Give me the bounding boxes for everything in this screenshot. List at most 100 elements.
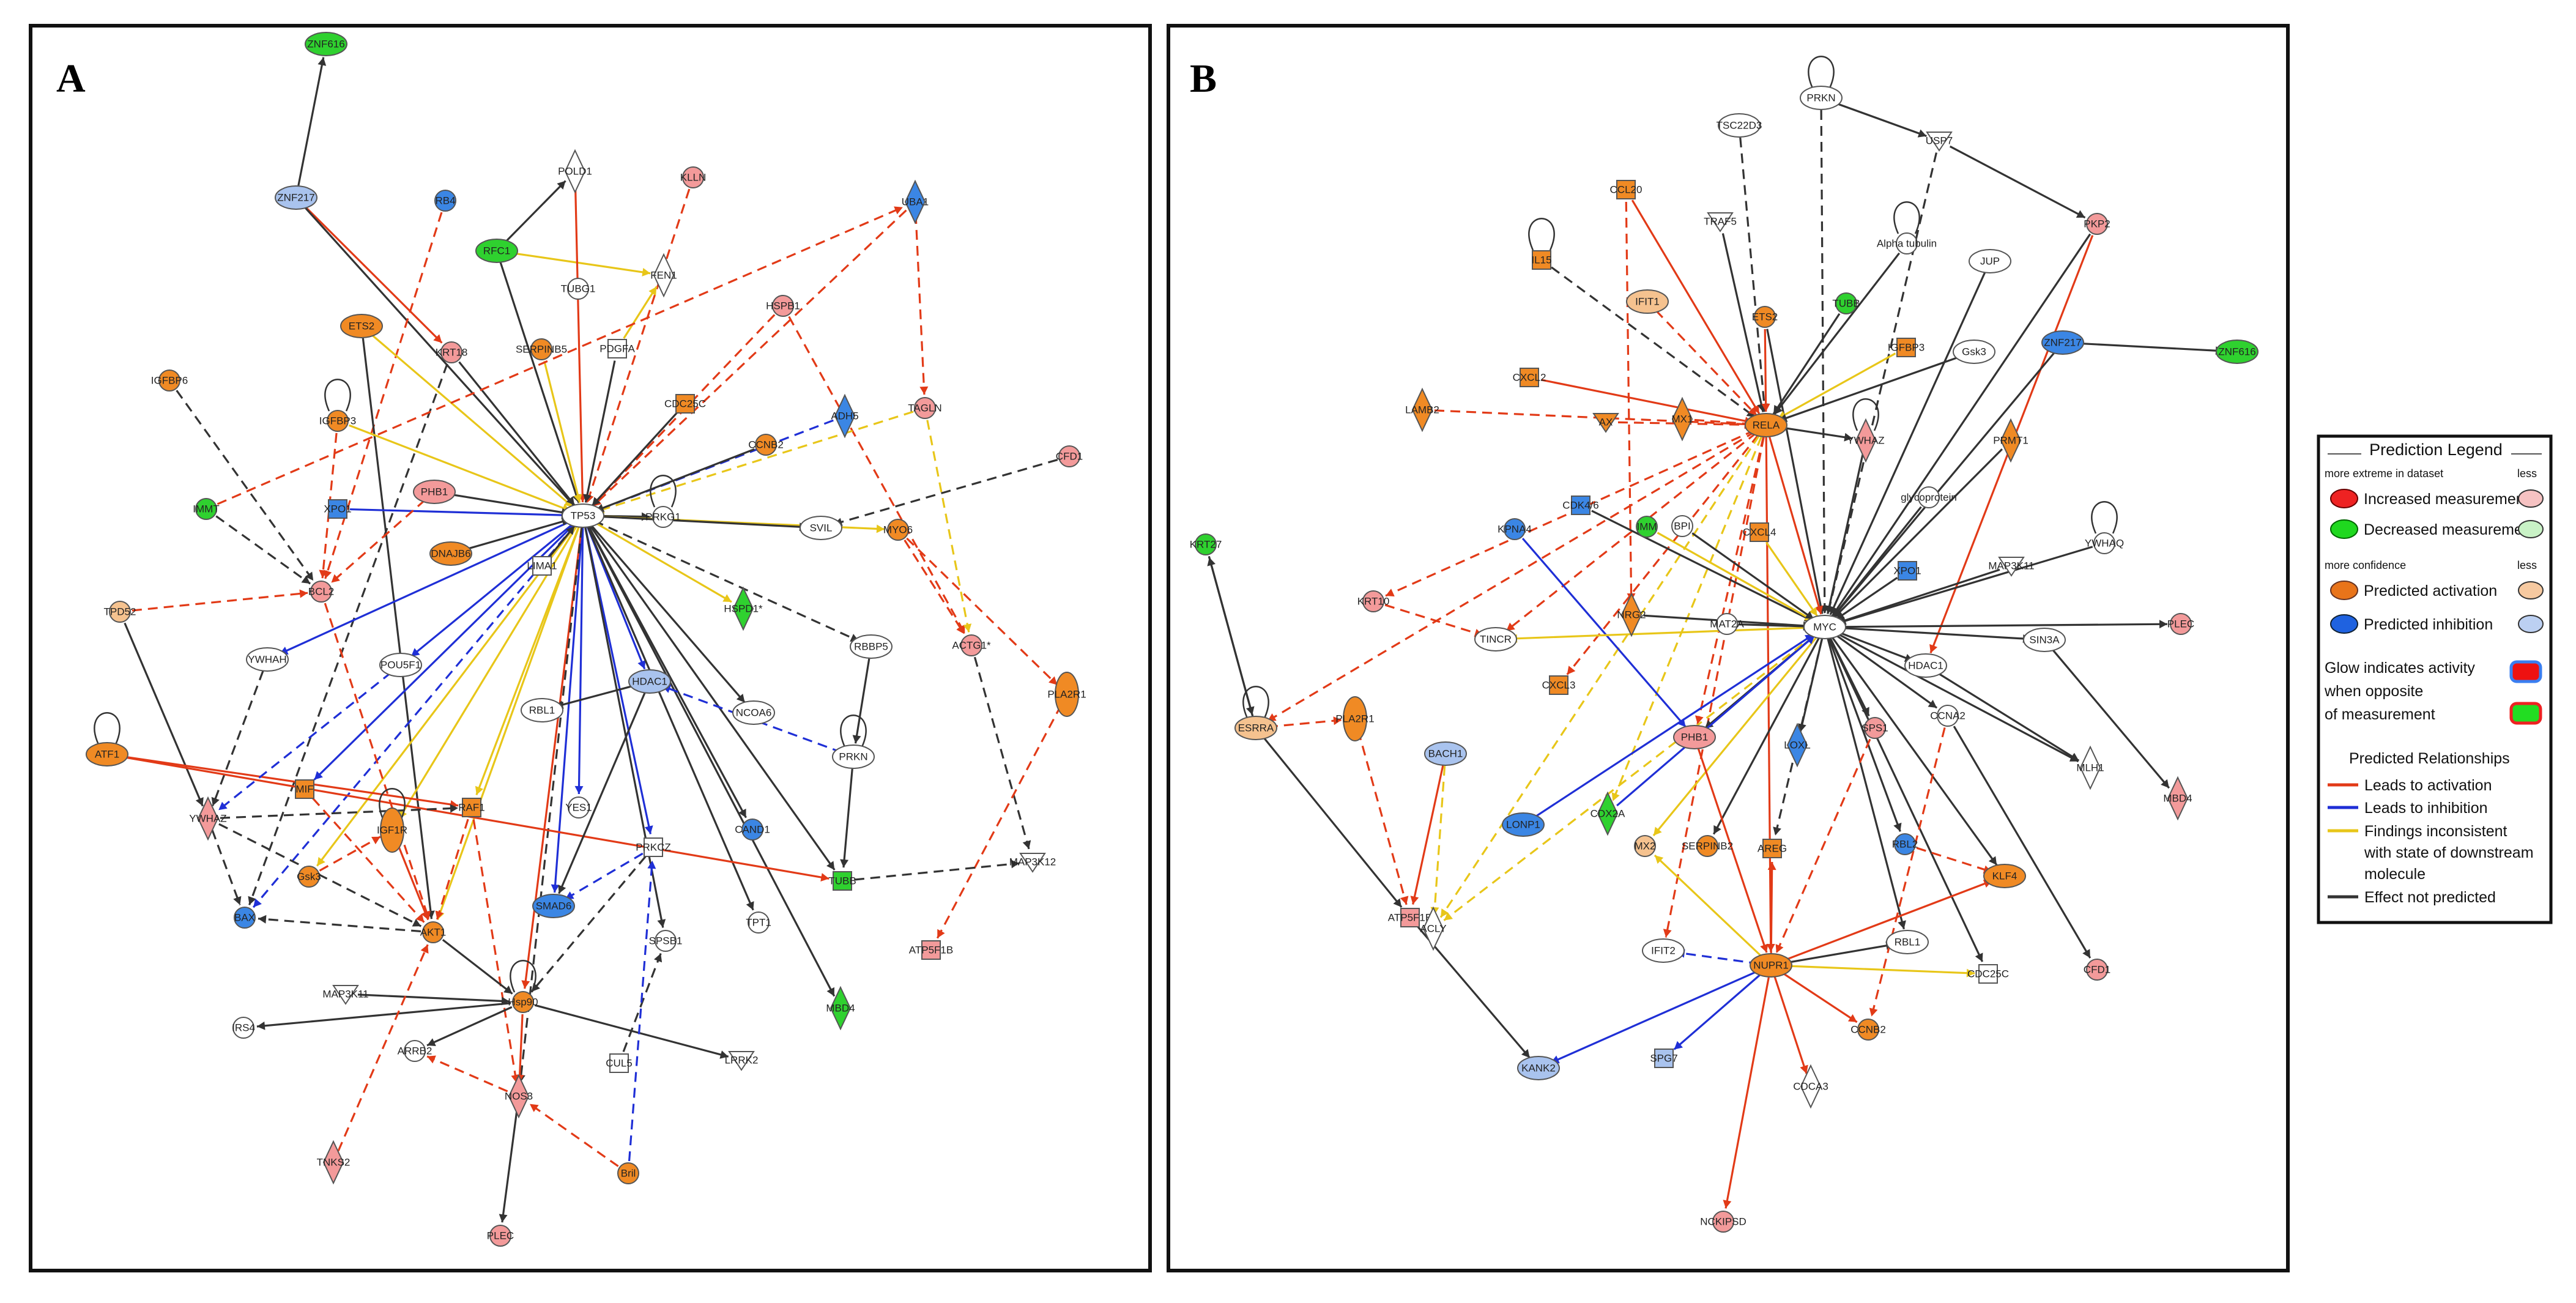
node-cxcl2[interactable]: CXCL2: [1513, 368, 1546, 387]
node-rfc1[interactable]: RFC1: [475, 239, 518, 263]
node-atp5f1b[interactable]: ATP5F1B: [909, 940, 953, 960]
node-tincr[interactable]: TINCR: [1474, 627, 1517, 652]
node-mx2[interactable]: MX2: [1634, 835, 1656, 857]
node-xpo1[interactable]: XPO1: [324, 499, 352, 519]
node-traf5[interactable]: TRAF5: [1704, 212, 1737, 232]
node-klln[interactable]: KLLN: [680, 166, 707, 188]
node-znf616[interactable]: ZNF616: [2216, 340, 2259, 364]
node-cdc25c[interactable]: CDC25C: [1967, 964, 2009, 984]
node-igfbp6[interactable]: IGFBP6: [151, 369, 188, 392]
node-plec[interactable]: PLEC: [2167, 613, 2194, 635]
node-ccnb2[interactable]: CCNB2: [1850, 1019, 1886, 1041]
node-igfbp3[interactable]: IGFBP3: [319, 410, 356, 432]
node-ncoa6[interactable]: NCOA6: [732, 700, 775, 725]
node-bril[interactable]: Bril: [617, 1162, 639, 1184]
node-immt[interactable]: IMMT: [193, 498, 220, 520]
node-mlh1[interactable]: MLH1: [2076, 745, 2104, 790]
node-atf1[interactable]: ATF1: [86, 742, 128, 767]
node-map3k11[interactable]: MAP3K11: [1988, 557, 2035, 577]
node-rbl2[interactable]: RBL2: [1892, 833, 1918, 855]
node-cdx2a[interactable]: CDX2A: [1591, 791, 1625, 836]
node-nos3[interactable]: NOS3: [505, 1074, 533, 1119]
node-cfd1[interactable]: CFD1: [1056, 445, 1083, 467]
node-znf616[interactable]: ZNF616: [305, 32, 347, 56]
node-svil[interactable]: SVIL: [800, 516, 842, 540]
node-xpo1[interactable]: XPO1: [1893, 561, 1921, 581]
node-cdc25c[interactable]: CDC25C: [664, 394, 706, 414]
node-hdac1[interactable]: HDAC1: [1904, 653, 1947, 678]
node-nupr1[interactable]: NUPR1: [1750, 953, 1792, 978]
node-krt10[interactable]: KRT10: [1357, 590, 1390, 612]
node-map3k11[interactable]: MAP3K11: [322, 985, 369, 1005]
node-hspd1[interactable]: HSPD1*: [724, 586, 763, 631]
node-bach1[interactable]: BACH1: [1424, 741, 1467, 766]
node-krt27[interactable]: KRT27: [1190, 533, 1222, 555]
node-map3k12[interactable]: MAP3K12: [1009, 853, 1056, 873]
node-usp7[interactable]: USP7: [1926, 132, 1953, 152]
node-plec[interactable]: PLEC: [487, 1225, 514, 1247]
node-nrg2[interactable]: NRG2: [1617, 592, 1646, 637]
node-kank2[interactable]: KANK2: [1517, 1056, 1560, 1080]
node-ax[interactable]: AX: [1592, 413, 1619, 433]
node-tubg1[interactable]: TUBG1: [561, 278, 596, 300]
node-mbd4[interactable]: MBD4: [826, 986, 855, 1031]
node-ywhaq[interactable]: YWHAQ: [2085, 532, 2124, 554]
node-igfbp3[interactable]: IGFBP3: [1888, 338, 1925, 357]
node-prmt1[interactable]: PRMT1: [1993, 418, 2029, 463]
node-cdk4-6[interactable]: CDK4/6: [1562, 496, 1599, 515]
node-atp5f1b[interactable]: ATP5F1B: [1388, 908, 1432, 927]
node-prkcz[interactable]: PRKCZ: [636, 837, 671, 857]
node-lima1[interactable]: LIMA1: [527, 556, 557, 576]
node-pkp2[interactable]: PKP2: [2084, 213, 2110, 235]
node-kpna4[interactable]: KPNA4: [1498, 518, 1532, 540]
node-dnajb6[interactable]: DNAJB6: [429, 541, 472, 566]
node-tagln[interactable]: TAGLN: [908, 397, 942, 419]
node-znf217[interactable]: ZNF217: [2041, 330, 2084, 355]
node-hsp90[interactable]: Hsp90: [508, 991, 538, 1013]
node-myo6[interactable]: MYO6: [883, 519, 913, 541]
node-fen1[interactable]: FEN1: [650, 253, 677, 298]
node-loxl[interactable]: LOXL: [1784, 722, 1811, 768]
node-il15[interactable]: IL15: [1531, 250, 1552, 270]
node-ccl20[interactable]: CCL20: [1610, 180, 1642, 199]
node-tpd52[interactable]: TPD52: [104, 601, 136, 623]
node-pla2r1[interactable]: PLA2R1: [1047, 672, 1086, 717]
node-glycoprotein[interactable]: glycoprotein: [1901, 486, 1957, 508]
node-cdca3[interactable]: CDCA3: [1793, 1064, 1828, 1109]
node-rbbp5[interactable]: RBBP5: [850, 634, 893, 659]
node-igf1r[interactable]: IGF1R: [377, 807, 407, 853]
node-ccnb2[interactable]: CCNB2: [748, 434, 784, 456]
node-mx1[interactable]: MX1: [1672, 396, 1693, 442]
node-prkn[interactable]: PRKN: [1800, 86, 1843, 110]
node-tubb[interactable]: TUBB: [1832, 292, 1860, 314]
node-uba1[interactable]: UBA1: [902, 179, 929, 225]
node-phb1[interactable]: PHB1: [1673, 725, 1716, 749]
node-esrra[interactable]: ESRRA: [1234, 716, 1277, 740]
node-areg[interactable]: AREG: [1758, 839, 1787, 858]
node-irs4[interactable]: IRS4: [232, 1017, 255, 1039]
node-actg1[interactable]: ACTG1*: [952, 634, 991, 656]
node-cand1[interactable]: CAND1: [735, 819, 770, 841]
node-serpinb5[interactable]: SERPINB5: [516, 338, 567, 360]
node-prkn[interactable]: PRKN: [832, 744, 875, 769]
node-krt18[interactable]: KRT18: [436, 341, 468, 363]
node-rb4[interactable]: RB4: [434, 190, 456, 212]
node-bcl2[interactable]: BCL2: [308, 581, 335, 603]
node-znf217[interactable]: ZNF217: [275, 185, 317, 210]
node-rbl1[interactable]: RBL1: [521, 698, 563, 722]
node-tubb[interactable]: TUBB: [828, 871, 856, 891]
node-ifit1[interactable]: IFIT1: [1626, 289, 1669, 314]
node-myc[interactable]: MYC: [1803, 615, 1846, 639]
node-adh5[interactable]: ADH5: [831, 393, 859, 439]
node-pold1[interactable]: POLD1: [558, 149, 592, 194]
node-jup[interactable]: JUP: [1969, 249, 2011, 273]
node-akt1[interactable]: AKT1: [420, 921, 447, 943]
node-ets2[interactable]: ETS2: [1752, 306, 1778, 328]
node-phb1[interactable]: PHB1: [413, 480, 456, 504]
node-ets2[interactable]: ETS2: [340, 314, 383, 338]
node-pdgfa[interactable]: PDGFA: [599, 339, 635, 358]
node-hspb1[interactable]: HSPB1: [766, 295, 800, 317]
node-cxcl4[interactable]: CXCL4: [1743, 522, 1776, 542]
node-gsk3[interactable]: Gsk3: [297, 866, 321, 888]
node-tpt1[interactable]: TPT1: [746, 911, 771, 934]
